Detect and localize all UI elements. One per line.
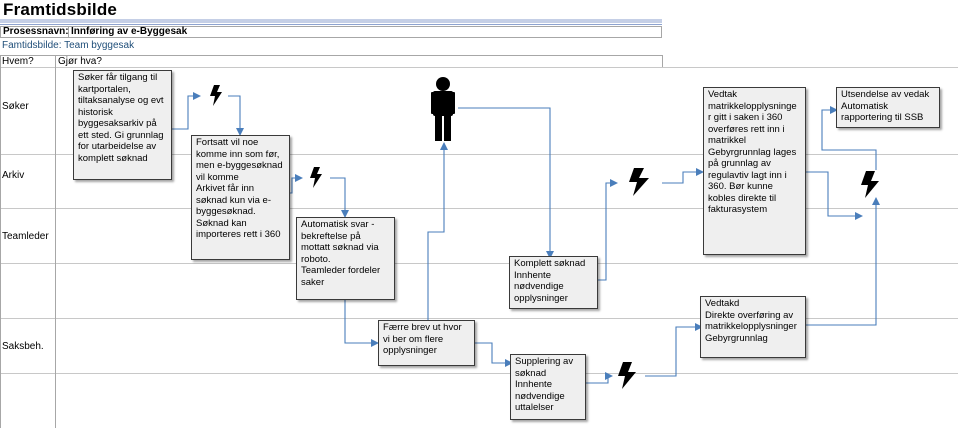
page-title: Framtidsbilde <box>3 0 118 19</box>
step-box-kartportal: Søker får tilgang til kartportalen, tilt… <box>73 70 172 180</box>
lane-label-teamleder: Teamleder <box>2 231 49 242</box>
grid-line <box>0 318 958 319</box>
connector <box>344 300 379 347</box>
lightning-icon <box>310 167 322 188</box>
lightning-icon <box>210 85 222 106</box>
step-box-vedtakd: Vedtakd Direkte overføring av matrikkelo… <box>700 296 806 358</box>
connector <box>427 142 448 320</box>
lane-label-soker: Søker <box>2 101 29 112</box>
connector <box>821 106 877 170</box>
grid-line <box>0 263 958 264</box>
connector <box>662 168 704 184</box>
lightning-icon <box>629 168 649 196</box>
process-name-divider <box>68 27 69 38</box>
grid-line <box>0 154 958 155</box>
process-name-value: Innføring av e-Byggesak <box>71 26 188 37</box>
header-who: Hvem? <box>2 56 34 67</box>
connector <box>228 95 244 136</box>
grid-line <box>0 55 662 56</box>
process-name-row: Prosessnavn: Innføring av e-Byggesak <box>0 26 662 38</box>
grid-line <box>0 208 958 209</box>
lane-label-saksbeh: Saksbeh. <box>2 341 44 352</box>
process-name-label: Prosessnavn: <box>3 26 69 37</box>
header-what: Gjør hva? <box>58 56 102 67</box>
step-box-supplering: Supplering av søknad Innhente nødvendige… <box>510 354 586 420</box>
step-box-automatisk-svar: Automatisk svar - bekreftelse på mottatt… <box>296 217 395 300</box>
grid-line <box>662 55 663 67</box>
connector <box>330 177 349 218</box>
connector <box>475 342 513 367</box>
connector <box>806 197 880 326</box>
diagram-subtitle: Famtidsbilde: Team byggesak <box>2 40 135 51</box>
lightning-icon <box>618 362 636 389</box>
person-icon <box>431 77 455 141</box>
step-box-komplett-soknad: Komplett søknad Innhente nødvendige oppl… <box>509 256 598 309</box>
lane-label-arkiv: Arkiv <box>2 170 25 181</box>
connector <box>598 179 618 281</box>
connector <box>290 174 303 194</box>
connector <box>458 107 554 259</box>
title-rule <box>0 19 662 23</box>
connector <box>586 372 613 384</box>
grid-line <box>0 373 958 374</box>
grid-line <box>0 67 958 68</box>
step-box-utsendelse: Utsendelse av vedak Automatisk rapporter… <box>836 87 940 128</box>
connector <box>172 92 201 130</box>
title-rule-line <box>0 24 662 25</box>
connector <box>645 323 703 377</box>
step-box-vedtak-matrikkel: Vedtak matrikkelopplysninge r gitt i sak… <box>703 87 806 255</box>
step-box-faerre-brev: Færre brev ut hvor vi ber om flere opply… <box>378 320 475 366</box>
grid-line <box>55 55 56 428</box>
connector <box>806 171 863 220</box>
grid-line <box>0 55 1 428</box>
step-box-arkiv-innkomst: Fortsatt vil noe komme inn som før, men … <box>191 135 290 260</box>
lightning-icon <box>861 171 879 198</box>
